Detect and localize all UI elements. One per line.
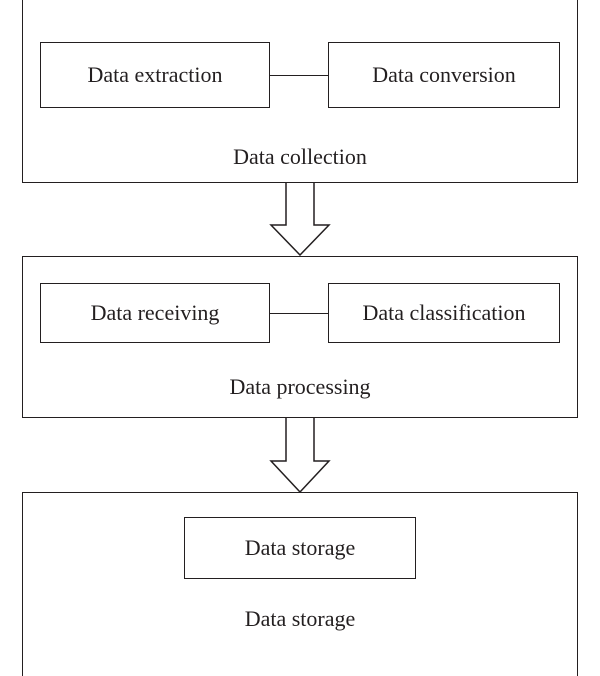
connector-receiving-classification [270,313,328,314]
box-data-classification-label: Data classification [362,300,526,325]
stage-data-processing-label: Data processing [229,374,371,399]
box-data-conversion-label: Data conversion [372,62,516,87]
box-data-storage-label: Data storage [244,535,356,560]
box-data-storage: Data storage [184,517,416,579]
box-data-receiving-label: Data receiving [90,300,220,325]
stage-data-storage-label: Data storage [244,606,356,631]
box-data-classification: Data classification [328,283,560,343]
stage-data-collection-label: Data collection [233,144,367,169]
box-data-extraction: Data extraction [40,42,270,108]
down-arrow-icon [269,183,331,256]
box-data-extraction-label: Data extraction [87,62,223,87]
connector-extraction-conversion [270,75,328,76]
box-data-conversion: Data conversion [328,42,560,108]
down-arrow-icon [269,418,331,493]
box-data-receiving: Data receiving [40,283,270,343]
